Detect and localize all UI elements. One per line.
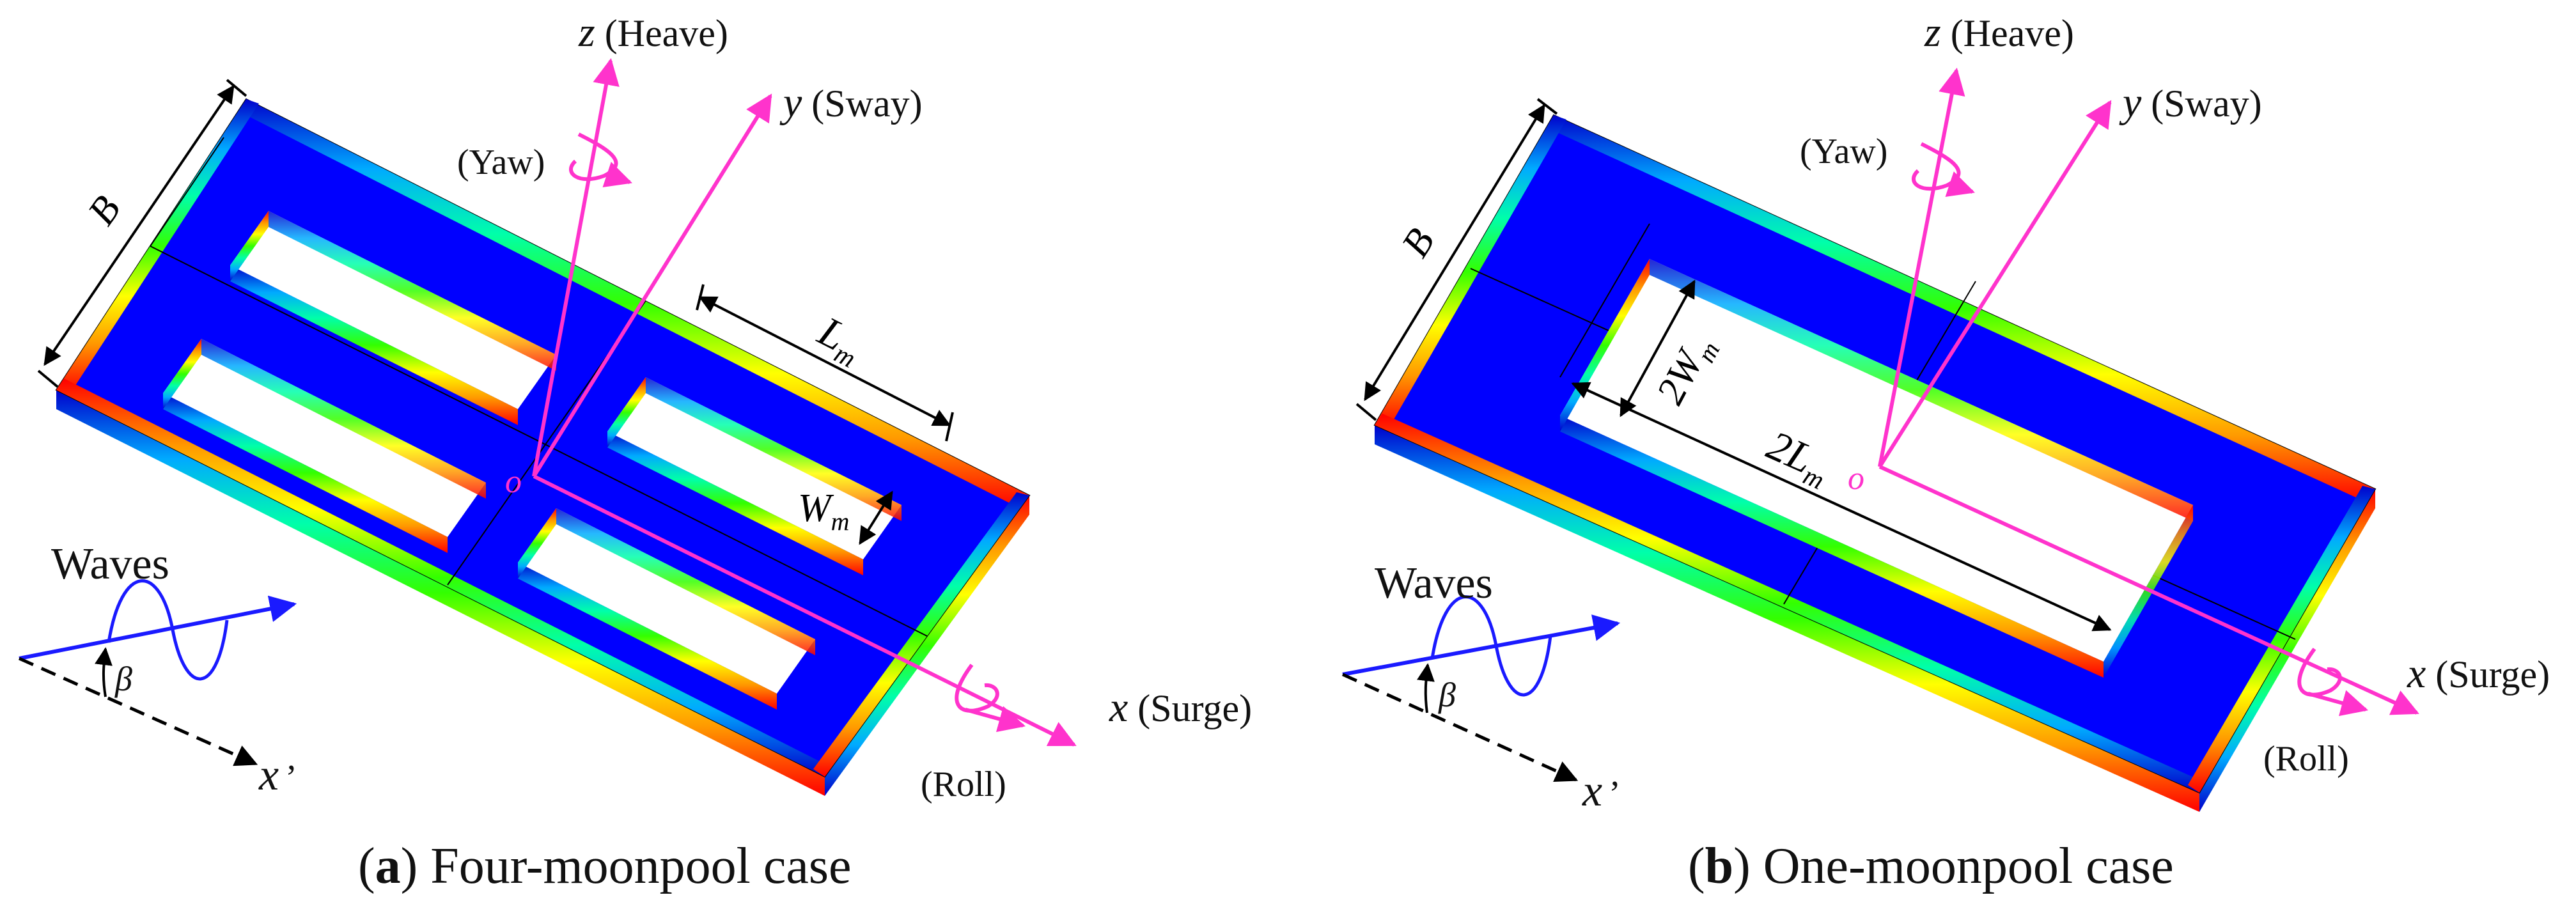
label-y-sway: y (Sway) — [779, 79, 923, 126]
dimension-2wm — [1620, 279, 1696, 417]
label-x-surge: x (Surge) — [1109, 684, 1252, 731]
rim-right — [813, 492, 1029, 777]
label-y-sway: y (Sway) — [2119, 79, 2262, 126]
label-b: B — [80, 188, 129, 233]
label-x-prime: x’ — [258, 751, 297, 800]
wave-direction-arrow — [1342, 614, 1621, 676]
z-axis — [532, 58, 620, 477]
label-b: B — [1393, 221, 1443, 265]
label-yaw: (Yaw) — [1800, 132, 1887, 171]
wave-curve-icon — [1430, 595, 1552, 697]
rim-right — [2188, 486, 2375, 793]
label-origin: o — [505, 463, 522, 500]
x-prime-axis — [18, 657, 258, 766]
dimension-b — [1355, 98, 1558, 421]
label-yaw: (Yaw) — [457, 143, 545, 182]
label-roll: (Roll) — [921, 765, 1006, 804]
label-waves: Waves — [51, 540, 169, 589]
roll-rotation-arrow — [955, 664, 999, 713]
label-waves: Waves — [1375, 559, 1493, 608]
roll-rotation-arrow — [2297, 648, 2342, 697]
wave-curve-icon — [107, 579, 229, 681]
beta-arc — [1417, 663, 1435, 713]
waves-indicator — [18, 579, 297, 766]
rim-back — [1547, 115, 2375, 502]
x-axis — [533, 474, 1077, 747]
caption-a: (a) Four-moonpool case — [358, 838, 852, 894]
axes — [1878, 67, 2419, 717]
wave-direction-arrow — [19, 595, 297, 660]
caption-b-text: One-moonpool case — [1750, 838, 2174, 894]
label-beta: β — [1438, 676, 1456, 714]
x-prime-axis — [1341, 673, 1579, 782]
z-axis — [1878, 67, 1965, 467]
label-lm: Lm — [808, 307, 871, 374]
dimension-wm — [859, 490, 893, 545]
label-x-surge: x (Surge) — [2407, 650, 2550, 697]
moonpool-3 — [607, 377, 902, 575]
dimension-2lm — [1571, 382, 2112, 632]
label-beta: β — [114, 660, 132, 698]
caption-b-letter: b — [1705, 838, 1734, 894]
dimension-b — [37, 79, 247, 388]
moonpool-1 — [230, 211, 556, 425]
beta-arc — [95, 647, 113, 697]
caption-a-letter: a — [375, 838, 401, 894]
label-z-heave: z (Heave) — [1924, 9, 2074, 56]
label-roll: (Roll) — [2263, 739, 2349, 779]
y-axis — [1878, 100, 2112, 468]
label-wm: Wm — [798, 486, 850, 536]
barge-right-face — [2199, 489, 2375, 812]
panel-a: B Lm Wm z (Heave) — [18, 9, 1252, 804]
label-z-heave: z (Heave) — [578, 9, 728, 56]
rim-front — [56, 378, 825, 777]
axes — [532, 58, 1077, 747]
panel-b: B 2Lm 2Wm z (Heave) y (Sway) (Yaw) — [1341, 9, 2550, 816]
x-axis — [1878, 465, 2419, 715]
barge-right-face — [825, 495, 1029, 796]
barge-front-face — [56, 390, 825, 796]
waves-indicator — [1341, 595, 1621, 782]
caption-a-text: Four-moonpool case — [418, 838, 852, 894]
label-x-prime: x’ — [1582, 766, 1621, 816]
moonpool-4 — [518, 508, 815, 710]
dimension-lm — [696, 284, 954, 442]
caption-b: (b) One-moonpool case — [1688, 838, 2174, 894]
label-origin: o — [1848, 460, 1864, 497]
y-axis — [532, 93, 772, 478]
